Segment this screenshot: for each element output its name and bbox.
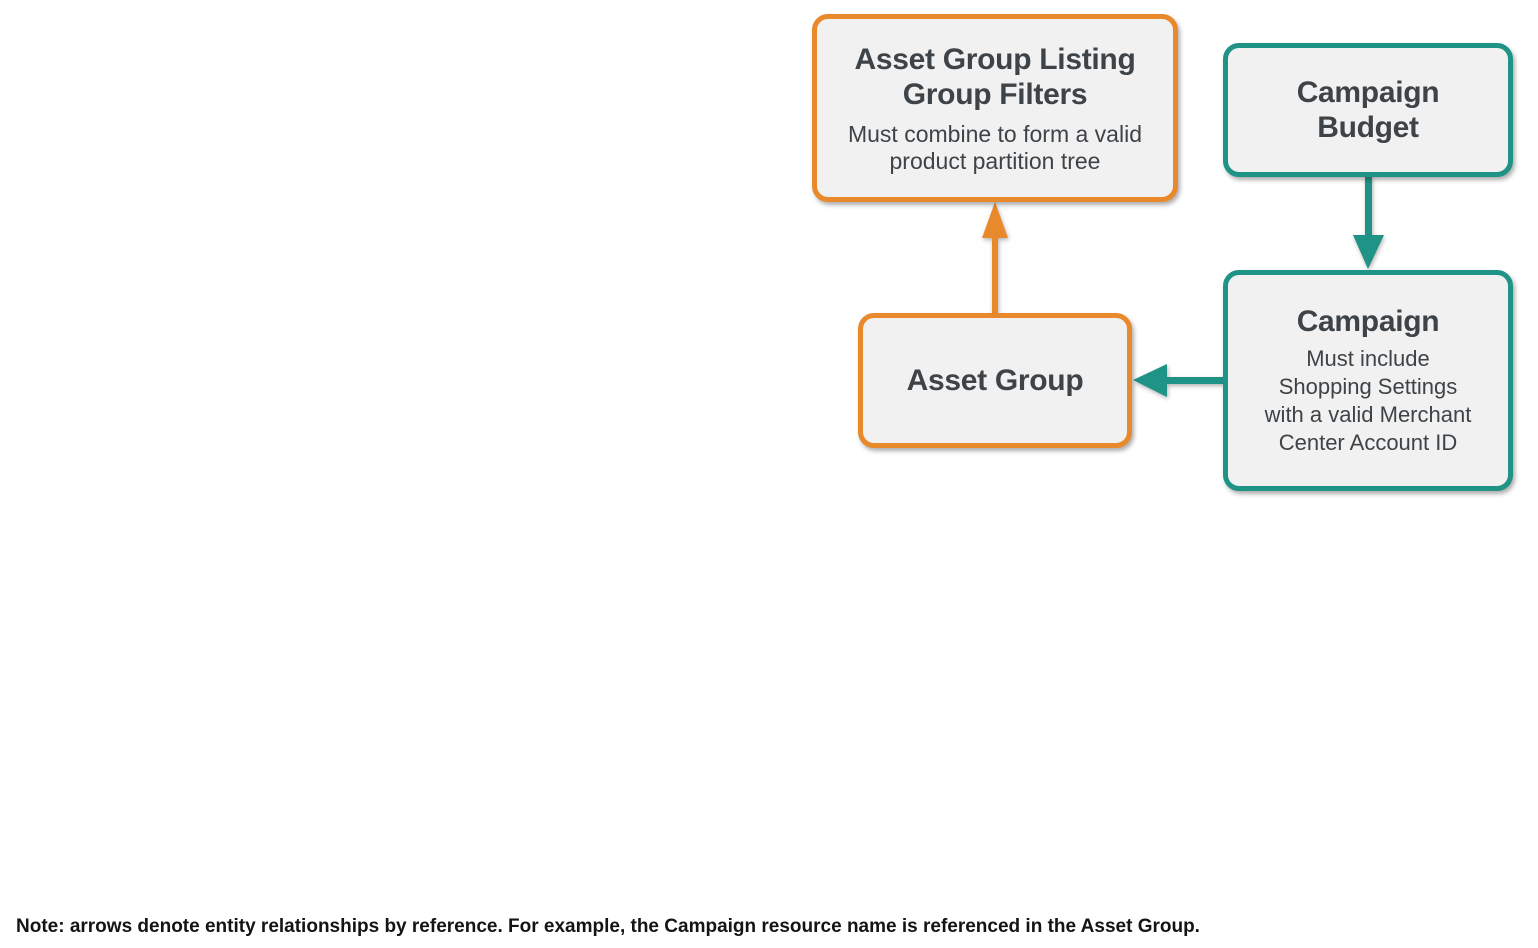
subtitle-line: product partition tree [889, 147, 1101, 174]
arrow-head [982, 202, 1008, 238]
node-campaign: Campaign Must include Shopping Settings … [1223, 270, 1513, 491]
node-asset-group-listing-group-filters: Asset Group Listing Group Filters Must c… [812, 14, 1178, 202]
title-line: Budget [1317, 111, 1419, 144]
subtitle-line: Must include [1306, 346, 1430, 371]
arrow-asset-group-to-listing-group-filters [982, 202, 1008, 314]
subtitle-line: Center Account ID [1278, 430, 1458, 455]
arrow-campaign-budget-to-campaign [1353, 176, 1384, 269]
note-text: Note: arrows denote entity relationships… [16, 916, 1200, 937]
node-title: Campaign Budget [1297, 75, 1440, 145]
node-title: Campaign [1296, 305, 1440, 338]
title-line: Campaign [1296, 76, 1440, 109]
node-campaign-budget: Campaign Budget [1223, 43, 1513, 177]
node-subtitle: Must include Shopping Settings with a va… [1265, 345, 1472, 457]
node-title: Asset Group Listing Group Filters [855, 42, 1136, 112]
node-asset-group: Asset Group [858, 313, 1132, 448]
subtitle-line: with a valid Merchant [1264, 402, 1472, 427]
arrow-tail [1365, 176, 1372, 237]
subtitle-line: Shopping Settings [1278, 374, 1458, 399]
arrow-head [1133, 364, 1167, 397]
arrow-tail [992, 234, 998, 314]
title-line: Asset Group Listing [854, 42, 1136, 76]
arrow-head [1353, 235, 1384, 269]
arrow-campaign-to-asset-group [1133, 364, 1224, 397]
node-subtitle: Must combine to form a valid product par… [848, 121, 1142, 175]
subtitle-line: Must combine to form a valid [847, 120, 1142, 147]
arrow-tail [1164, 377, 1224, 384]
node-title: Asset Group [906, 364, 1084, 397]
title-line: Group Filters [902, 77, 1088, 111]
